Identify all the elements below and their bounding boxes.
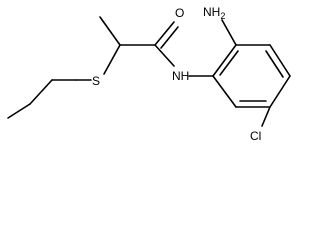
bond-s-calpha: [103, 44, 121, 75]
bond-calpha-methyl: [99, 16, 121, 46]
atom-oxygen-label: O: [175, 6, 184, 20]
bond-propyl-2: [29, 79, 53, 105]
bond-carbonyl-o-2: [160, 26, 179, 49]
bond-ring-1: [212, 44, 237, 77]
molecule-structure: O NH2 NH S Cl: [7, 5, 291, 143]
bond-ring-4: [269, 75, 291, 108]
bond-carbonyl-o-1: [154, 21, 175, 46]
bond-ring-cl: [261, 106, 271, 127]
bond-ring-3: [269, 44, 291, 77]
atom-amide-nh-label: NH: [172, 69, 189, 83]
atom-chlorine-label: Cl: [250, 129, 261, 143]
atom-nh2-main: NH: [203, 5, 220, 19]
bond-ring-1-inner: [219, 50, 239, 76]
bond-ring-3-inner: [265, 50, 284, 78]
bond-carbonyl-n: [154, 44, 175, 67]
atom-nh2-label: NH2: [203, 5, 225, 21]
bond-ring-nh2: [221, 19, 237, 46]
bond-propyl-1: [7, 103, 31, 119]
bond-ring-6: [212, 75, 237, 108]
atom-sulfur-label: S: [92, 74, 100, 88]
atom-nh2-subscript: 2: [220, 11, 225, 21]
